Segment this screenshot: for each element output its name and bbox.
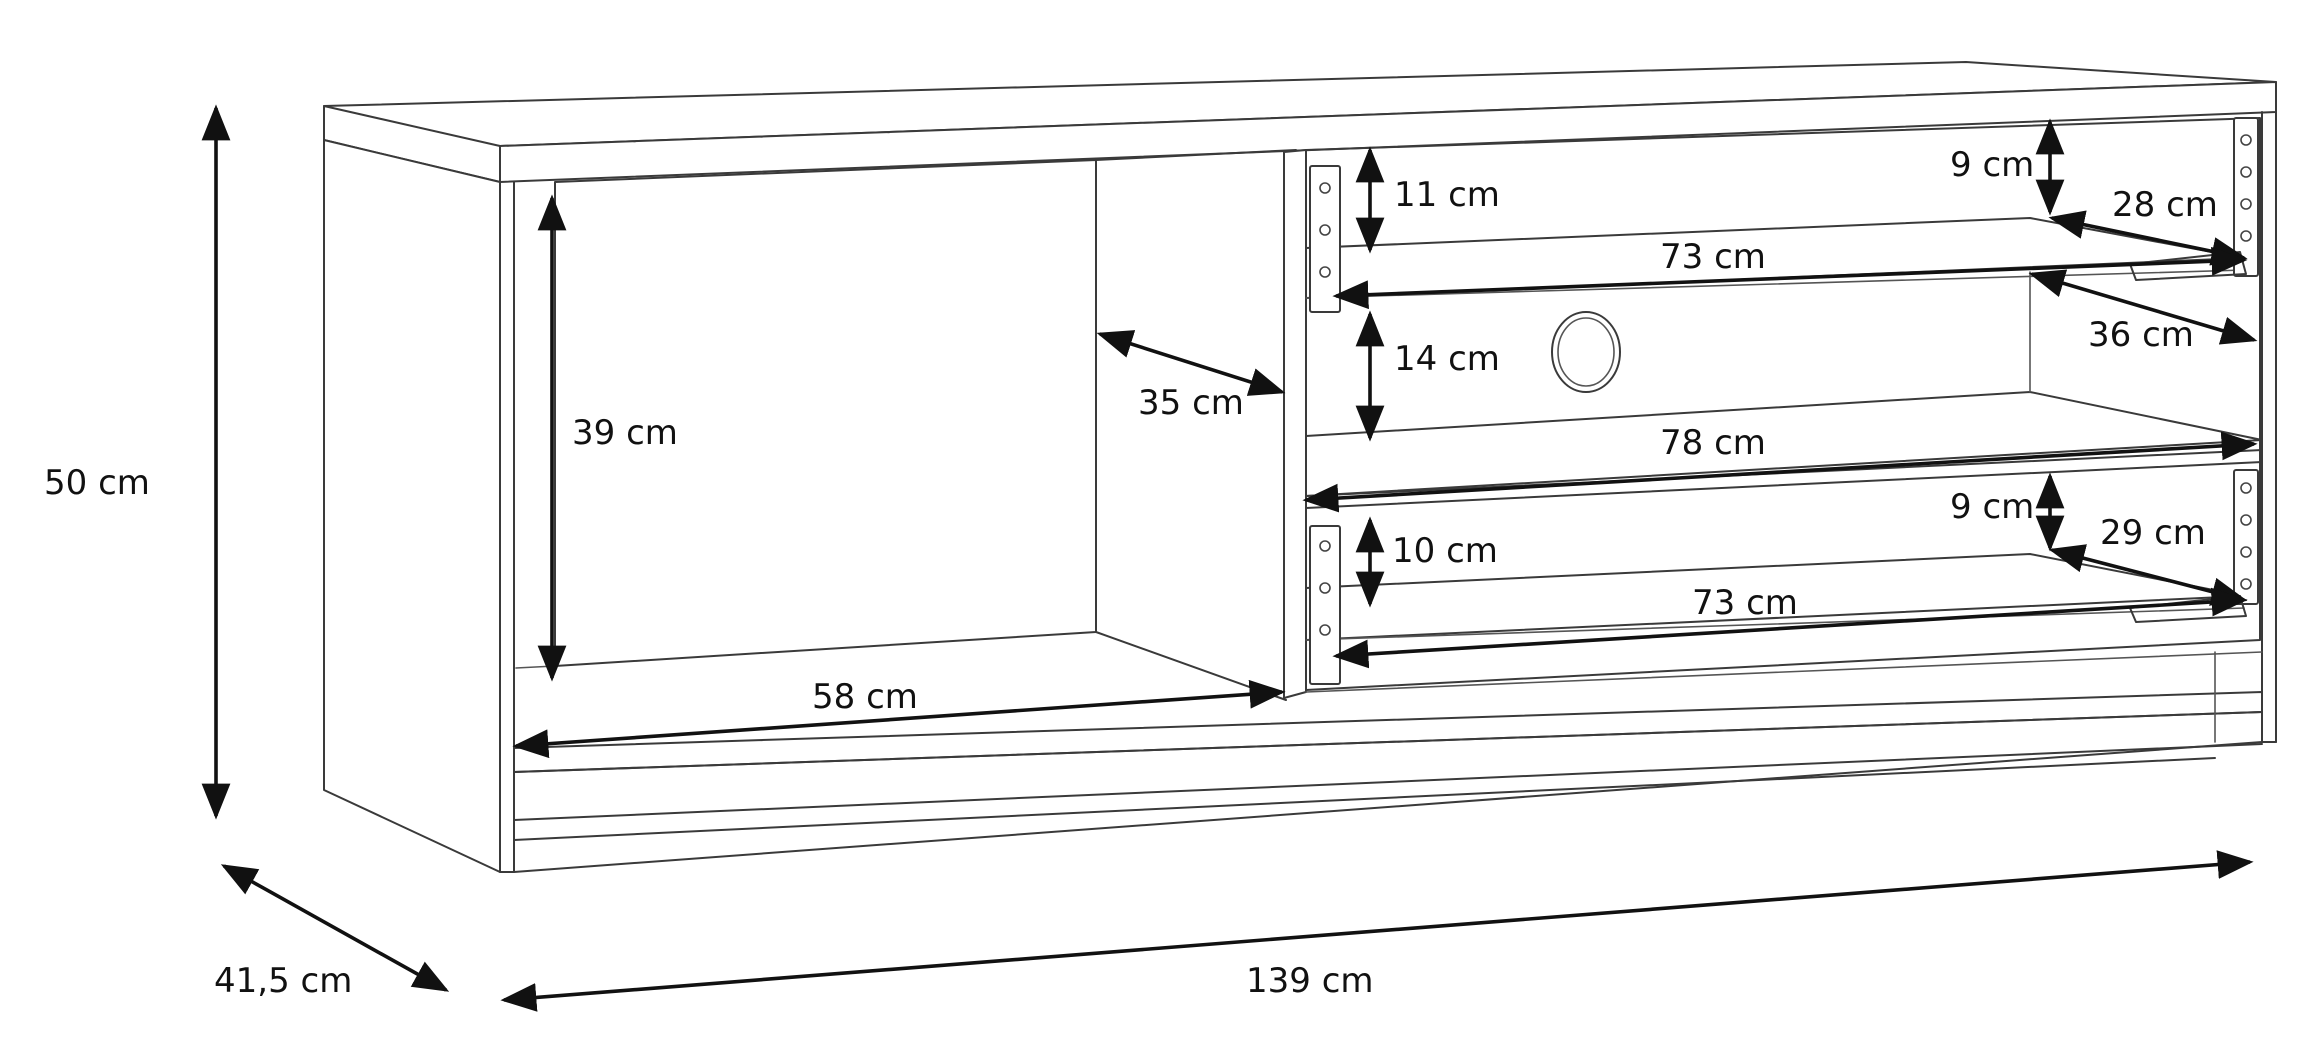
label-open-width: 58 cm (812, 677, 918, 717)
cable-hole (1551, 311, 1621, 393)
arrow-drawer2-width (1332, 587, 2248, 669)
arrow-open-width (512, 679, 1286, 759)
center-divider (1283, 149, 1307, 699)
arrow-middle-width (1302, 431, 2258, 513)
arrow-width-total (500, 850, 2254, 1012)
label-drawer2-width: 73 cm (1692, 583, 1798, 623)
label-middle-width: 78 cm (1660, 423, 1766, 463)
left-side-panel (323, 139, 501, 873)
arrow-drawer2-depth (2048, 544, 2248, 606)
dimension-arrows (201, 104, 2258, 1012)
label-drawer2-depth: 29 cm (2100, 513, 2206, 553)
label-drawer2-inner-height: 10 cm (1392, 531, 1498, 571)
dimension-labels: 50 cm 41,5 cm 139 cm 39 cm 58 cm 35 cm 1… (44, 145, 2218, 1001)
label-drawer1-width: 73 cm (1660, 237, 1766, 277)
label-width-total: 139 cm (1246, 961, 1374, 1001)
label-middle-height: 14 cm (1394, 339, 1500, 379)
label-height-total: 50 cm (44, 463, 150, 503)
label-open-height: 39 cm (572, 413, 678, 453)
bottom-shelf (513, 691, 2263, 773)
arrow-middle-depth (2028, 269, 2258, 345)
arrow-open-depth (1096, 330, 1286, 396)
label-drawer1-front-height: 9 cm (1950, 145, 2034, 185)
arrow-drawer1-width (1332, 246, 2248, 310)
label-open-depth: 35 cm (1138, 383, 1244, 423)
middle-shelf (1305, 391, 2263, 497)
label-depth-total: 41,5 cm (214, 961, 352, 1001)
label-drawer1-inner-height: 11 cm (1394, 175, 1500, 215)
label-drawer1-depth: 28 cm (2112, 185, 2218, 225)
label-middle-depth: 36 cm (2088, 315, 2194, 355)
arrow-depth-total (220, 864, 450, 992)
label-drawer2-front-height: 9 cm (1950, 487, 2034, 527)
